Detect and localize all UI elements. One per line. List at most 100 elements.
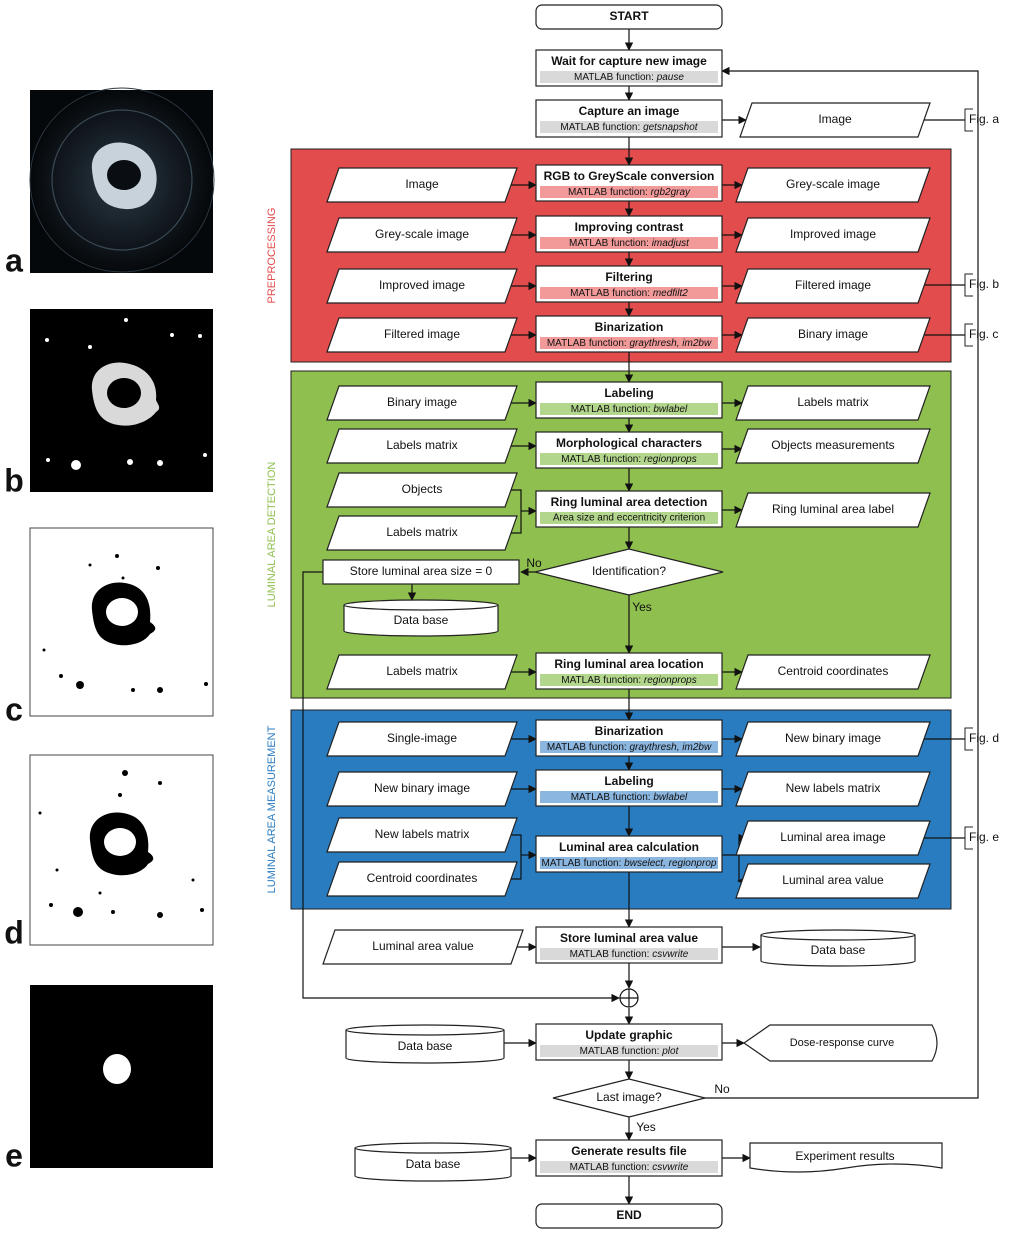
- pre-output-3-label: Binary image: [798, 327, 868, 341]
- identification-no: No: [526, 556, 542, 570]
- det-input-3-label: Labels matrix: [386, 525, 457, 539]
- labeling-box-2-fn: MATLAB function: bwlabel: [571, 792, 688, 803]
- last-image-decision: [552, 1078, 706, 1118]
- fig-ref-c-bracket: [964, 323, 973, 347]
- dose-curve-label: Dose-response curve: [790, 1037, 895, 1049]
- panel-c-speck: [131, 688, 135, 692]
- database-detection-label: Data base: [394, 613, 449, 627]
- section-title: LUMINAL AREA MEASUREMENT: [266, 725, 278, 893]
- fig-ref-d-bracket: [964, 727, 973, 751]
- meas-input-3: [326, 861, 518, 897]
- binarization-box-2-fn-bar: [540, 741, 718, 753]
- pre-input-2: [326, 268, 518, 304]
- start-terminal-label: START: [609, 9, 649, 23]
- panel-c-speck: [204, 682, 208, 686]
- labeling-box-2-title: Labeling: [604, 774, 653, 788]
- start-terminal: [535, 4, 723, 30]
- panel-d-speck: [111, 910, 115, 914]
- panel-b-speck: [88, 345, 92, 349]
- store-input-label: Luminal area value: [372, 939, 474, 953]
- det-input-0: [326, 385, 518, 421]
- panel-d-lumen: [104, 828, 136, 856]
- wait-capture-box-title: Wait for capture new image: [551, 54, 707, 68]
- fig-ref-e: Fig. e: [969, 830, 999, 844]
- improving-contrast-box-fn: MATLAB function: imadjust: [569, 238, 690, 249]
- store-zero-box: [322, 559, 520, 585]
- store-input: [322, 929, 524, 965]
- panel-d-speck: [73, 907, 83, 917]
- panel-a-lumen: [107, 160, 141, 190]
- wait-capture-box-fn: MATLAB function: pause: [574, 72, 684, 83]
- binarization-box-1-fn-bar: [540, 337, 718, 349]
- database-results-label: Data base: [406, 1157, 461, 1171]
- luminal-calculation-box-fn-bar: [540, 857, 718, 869]
- panel-d-speck: [200, 908, 204, 912]
- end-terminal-label: END: [616, 1208, 642, 1222]
- improving-contrast-box-fn-bar: [540, 237, 718, 249]
- det-input-0-label: Binary image: [387, 395, 457, 409]
- panel-c-speck: [42, 648, 46, 652]
- det-input-2-label: Objects: [402, 482, 443, 496]
- update-graphic-box-fn: MATLAB function: plot: [580, 1046, 680, 1057]
- last-no: No: [714, 1082, 730, 1096]
- database-results: [354, 1148, 512, 1182]
- panel-b-speck: [45, 338, 49, 342]
- panel-d-speck: [157, 912, 163, 918]
- ring-detection-box-fn-bar: [540, 512, 718, 524]
- panel-d-speck: [191, 878, 195, 882]
- dose-curve-display: [742, 1024, 938, 1062]
- section-title: PREPROCESSING: [266, 208, 278, 304]
- luminal-calculation-box-title: Luminal area calculation: [559, 840, 699, 854]
- rgb-to-greyscale-box-fn: MATLAB function: rgb2gray: [568, 187, 691, 198]
- panel-c-speck: [157, 687, 163, 693]
- database-update-top: [345, 1024, 505, 1036]
- binarization-box-2-fn: MATLAB function: graythresh, im2bw: [547, 742, 712, 753]
- det-output-0-label: Labels matrix: [797, 395, 868, 409]
- panel-b-speck: [71, 460, 81, 470]
- ring-detection-box-sub: Area size and eccentricity criterion: [553, 513, 705, 524]
- ring-location-box-fn-bar: [540, 674, 718, 686]
- panel-c-lumen: [106, 598, 138, 626]
- meas-input-2-label: New labels matrix: [375, 827, 470, 841]
- panel-b-lumen: [107, 378, 141, 408]
- generate-results-box-fn-bar: [540, 1161, 718, 1173]
- labeling-box-1-fn-bar: [540, 403, 718, 415]
- meas-input-1: [326, 771, 518, 807]
- det-output-3-label: Centroid coordinates: [778, 664, 889, 678]
- meas-input-0: [326, 721, 518, 757]
- panel-b-speck: [127, 459, 133, 465]
- panel-d-speck: [98, 891, 102, 895]
- filtering-box-title: Filtering: [605, 270, 652, 284]
- database-detection: [343, 605, 499, 637]
- meas-input-2: [326, 817, 518, 853]
- det-output-1: [735, 428, 931, 464]
- last-image-decision-label: Last image?: [596, 1090, 662, 1104]
- panel-b-speck: [46, 458, 50, 462]
- meas-output-1: [735, 771, 931, 807]
- panel-b-speck: [203, 453, 207, 457]
- det-input-3: [326, 515, 518, 551]
- panel-letter-a: a: [5, 242, 23, 278]
- fig-ref-d: Fig. d: [969, 731, 999, 745]
- panel-d-speck: [38, 811, 42, 815]
- panel-d-image: [29, 754, 214, 946]
- pre-input-1-label: Grey-scale image: [375, 227, 469, 241]
- meas-input-1-label: New binary image: [374, 781, 470, 795]
- pre-output-3: [735, 317, 931, 353]
- panel-b-speck: [124, 318, 128, 322]
- det-output-3: [735, 654, 931, 690]
- det-output-1-label: Objects measurements: [771, 438, 894, 452]
- panel-d-speck: [122, 770, 128, 776]
- meas-output-2: [735, 820, 931, 856]
- binarization-box-2-title: Binarization: [595, 724, 664, 738]
- pre-input-3: [326, 317, 518, 353]
- pre-output-0: [735, 167, 931, 203]
- experiment-results-document: [749, 1142, 943, 1173]
- pre-input-0-label: Image: [405, 177, 439, 191]
- pre-output-1: [735, 217, 931, 253]
- fig-ref-e-bracket: [964, 826, 973, 850]
- rgb-to-greyscale-box-fn-bar: [540, 186, 718, 198]
- meas-output-3-label: Luminal area value: [782, 873, 884, 887]
- meas-output-3: [735, 863, 931, 899]
- panel-b-speck: [170, 333, 174, 337]
